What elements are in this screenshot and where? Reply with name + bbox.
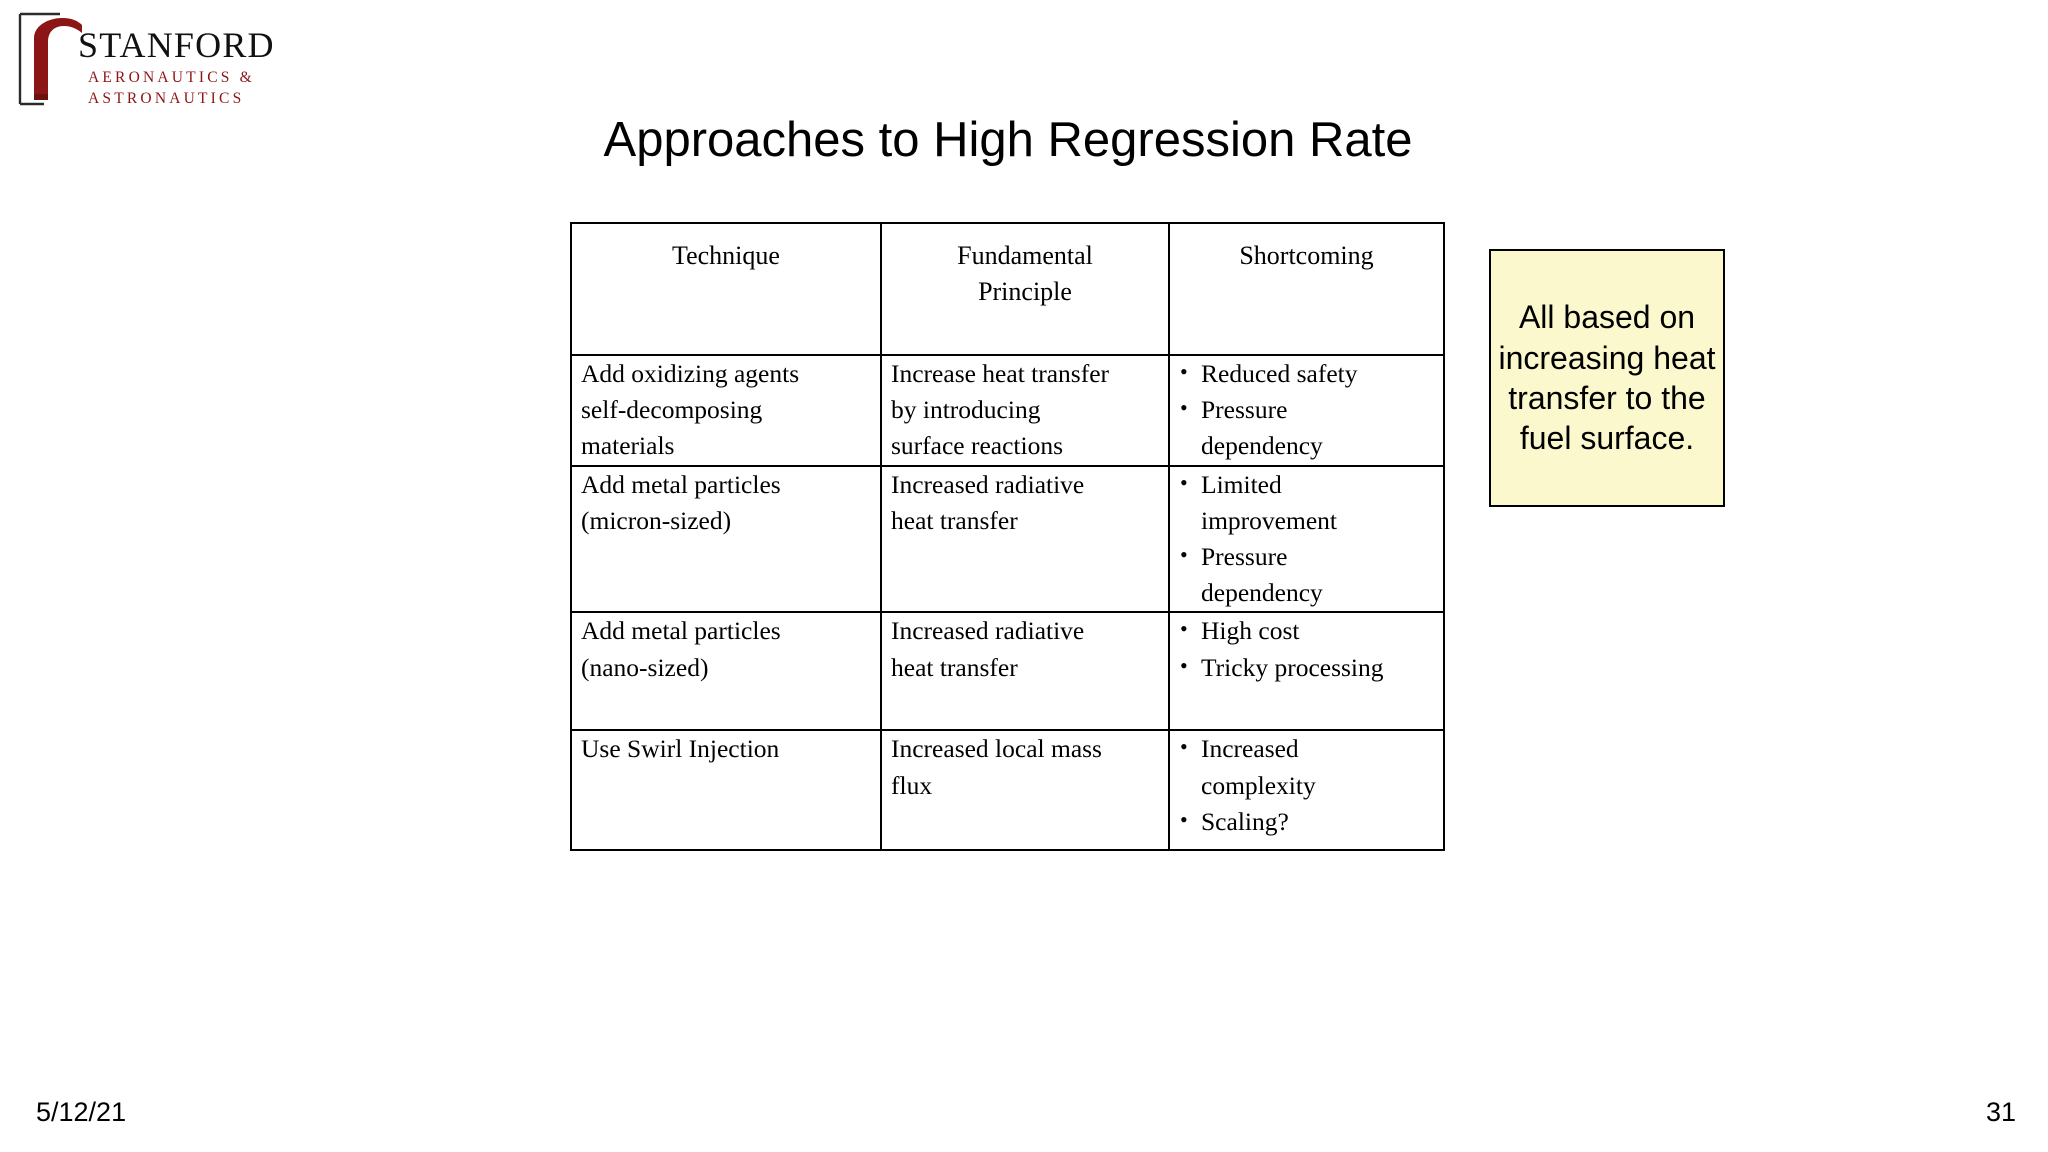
list-item: • Pressure dependency bbox=[1179, 539, 1437, 611]
list-item: • Increased complexity bbox=[1179, 731, 1437, 803]
slide-title-text: Approaches to High Regression Rate bbox=[603, 113, 1413, 167]
list-item-line: Limited bbox=[1201, 469, 1282, 499]
column-header-technique-line1: Technique bbox=[672, 241, 780, 270]
column-header-shortcoming-line1: Shortcoming bbox=[1239, 241, 1374, 270]
principle-line: heat transfer bbox=[891, 652, 1018, 682]
table-body: Add oxidizing agents self-decomposing ma… bbox=[570, 354, 1445, 852]
cell-shortcoming: • High cost • Tricky processing bbox=[1168, 611, 1445, 732]
list-item-line: dependency bbox=[1201, 578, 1323, 608]
principle-text: Increased radiative heat transfer bbox=[882, 613, 1168, 685]
table-row: Add metal particles (nano-sized) Increas… bbox=[570, 611, 1445, 732]
list-item: • Limited improvement bbox=[1179, 467, 1437, 539]
list-item-line: Scaling? bbox=[1201, 806, 1289, 836]
logo-artwork: STANFORD AERONAUTICS & ASTRONAUTICS bbox=[18, 12, 274, 107]
technique-line: (nano-sized) bbox=[581, 652, 709, 682]
list-item-line: improvement bbox=[1201, 505, 1337, 535]
list-item-line: High cost bbox=[1201, 616, 1300, 646]
cell-technique: Add metal particles (micron-sized) bbox=[570, 464, 882, 614]
bullet-icon: • bbox=[1180, 734, 1188, 760]
cell-principle: Increased radiative heat transfer bbox=[880, 464, 1170, 614]
list-item-line: Pressure bbox=[1201, 395, 1288, 425]
technique-text: Add metal particles (nano-sized) bbox=[572, 613, 880, 685]
logo-wordmark: STANFORD bbox=[78, 25, 274, 65]
cell-shortcoming: • Increased complexity • Scaling? bbox=[1168, 729, 1445, 852]
shortcoming-list: • Reduced safety • Pressure dependency bbox=[1170, 356, 1443, 465]
callout-box: All based on increasing heat transfer to… bbox=[1489, 249, 1725, 507]
bullet-icon: • bbox=[1180, 469, 1188, 495]
callout-text: All based on increasing heat transfer to… bbox=[1498, 299, 1716, 457]
cell-technique: Add metal particles (nano-sized) bbox=[570, 611, 882, 732]
technique-text: Add metal particles (micron-sized) bbox=[572, 467, 880, 539]
list-item: • Reduced safety bbox=[1179, 356, 1437, 392]
technique-line: Use Swirl Injection bbox=[581, 734, 780, 764]
logo-bracket-icon bbox=[18, 12, 60, 106]
list-item: • Tricky processing bbox=[1179, 650, 1437, 686]
logo-line-astronautics: ASTRONAUTICS bbox=[88, 90, 244, 107]
table-row: Add metal particles (micron-sized) Incre… bbox=[570, 464, 1445, 614]
technique-line: (micron-sized) bbox=[581, 505, 732, 535]
technique-line: Add oxidizing agents bbox=[581, 359, 800, 388]
principle-line: Increase heat transfer bbox=[891, 359, 1110, 388]
list-item-line: Reduced safety bbox=[1201, 359, 1358, 388]
stanford-aeroastro-logo: STANFORD AERONAUTICS & ASTRONAUTICS bbox=[14, 8, 274, 120]
bullet-icon: • bbox=[1180, 806, 1188, 832]
principle-line: Increased local mass bbox=[891, 734, 1102, 764]
column-header-principle-line1: Fundamental bbox=[957, 241, 1093, 270]
technique-line: materials bbox=[581, 431, 675, 461]
column-header-principle-line2: Principle bbox=[978, 276, 1072, 306]
logo-arch-icon bbox=[34, 18, 82, 100]
principle-text: Increased radiative heat transfer bbox=[882, 467, 1168, 539]
list-item: • Pressure dependency bbox=[1179, 392, 1437, 464]
footer-page-number: 31 bbox=[1985, 1097, 2016, 1127]
list-item: • High cost bbox=[1179, 613, 1437, 649]
slide-title: Approaches to High Regression Rate bbox=[0, 112, 2048, 168]
list-item: • Scaling? bbox=[1179, 804, 1437, 840]
column-header-shortcoming: Shortcoming bbox=[1168, 222, 1445, 356]
principle-line: heat transfer bbox=[891, 505, 1018, 535]
technique-text: Add oxidizing agents self-decomposing ma… bbox=[572, 356, 880, 465]
cell-shortcoming: • Reduced safety • Pressure dependency bbox=[1168, 354, 1445, 467]
shortcoming-list: • High cost • Tricky processing bbox=[1170, 613, 1443, 685]
bullet-icon: • bbox=[1180, 395, 1188, 421]
technique-text: Use Swirl Injection bbox=[572, 731, 880, 767]
principle-line: Increased radiative bbox=[891, 616, 1085, 646]
principle-line: by introducing bbox=[891, 395, 1041, 425]
logo-arch-base-icon bbox=[34, 94, 48, 100]
list-item-line: Tricky processing bbox=[1201, 652, 1384, 682]
table-row: Use Swirl Injection Increased local mass… bbox=[570, 729, 1445, 852]
principle-line: Increased radiative bbox=[891, 469, 1085, 499]
bullet-icon: • bbox=[1180, 542, 1188, 568]
bullet-icon: • bbox=[1180, 359, 1188, 384]
list-item-line: Increased bbox=[1201, 734, 1299, 764]
list-item-line: Pressure bbox=[1201, 542, 1288, 572]
footer-date: 5/12/21 bbox=[36, 1097, 127, 1127]
principle-text: Increased local mass flux bbox=[882, 731, 1168, 803]
table-row: Add oxidizing agents self-decomposing ma… bbox=[570, 354, 1445, 467]
technique-line: Add metal particles bbox=[581, 469, 781, 499]
logo-line-aeronautics: AERONAUTICS & bbox=[88, 69, 255, 86]
cell-principle: Increased local mass flux bbox=[880, 729, 1170, 852]
bullet-icon: • bbox=[1180, 616, 1188, 642]
cell-principle: Increased radiative heat transfer bbox=[880, 611, 1170, 732]
column-header-fundamental-principle: Fundamental Principle bbox=[880, 222, 1170, 356]
table-header: Technique Fundamental Principle Shortcom… bbox=[570, 222, 1445, 356]
list-item-line: complexity bbox=[1201, 770, 1316, 800]
principle-text: Increase heat transfer by introducing su… bbox=[882, 356, 1168, 465]
cell-technique: Use Swirl Injection bbox=[570, 729, 882, 852]
cell-shortcoming: • Limited improvement • Pressure depende… bbox=[1168, 464, 1445, 614]
cell-principle: Increase heat transfer by introducing su… bbox=[880, 354, 1170, 467]
list-item-line: dependency bbox=[1201, 431, 1323, 461]
principle-line: surface reactions bbox=[891, 431, 1064, 461]
bullet-icon: • bbox=[1180, 652, 1188, 678]
cell-technique: Add oxidizing agents self-decomposing ma… bbox=[570, 354, 882, 467]
table-header-row: Technique Fundamental Principle Shortcom… bbox=[570, 222, 1445, 356]
shortcoming-list: • Increased complexity • Scaling? bbox=[1170, 731, 1443, 840]
column-header-technique: Technique bbox=[570, 222, 882, 356]
shortcoming-list: • Limited improvement • Pressure depende… bbox=[1170, 467, 1443, 612]
technique-line: self-decomposing bbox=[581, 395, 763, 425]
principle-line: flux bbox=[891, 770, 933, 800]
technique-line: Add metal particles bbox=[581, 616, 781, 646]
approaches-table: Technique Fundamental Principle Shortcom… bbox=[570, 222, 1445, 852]
